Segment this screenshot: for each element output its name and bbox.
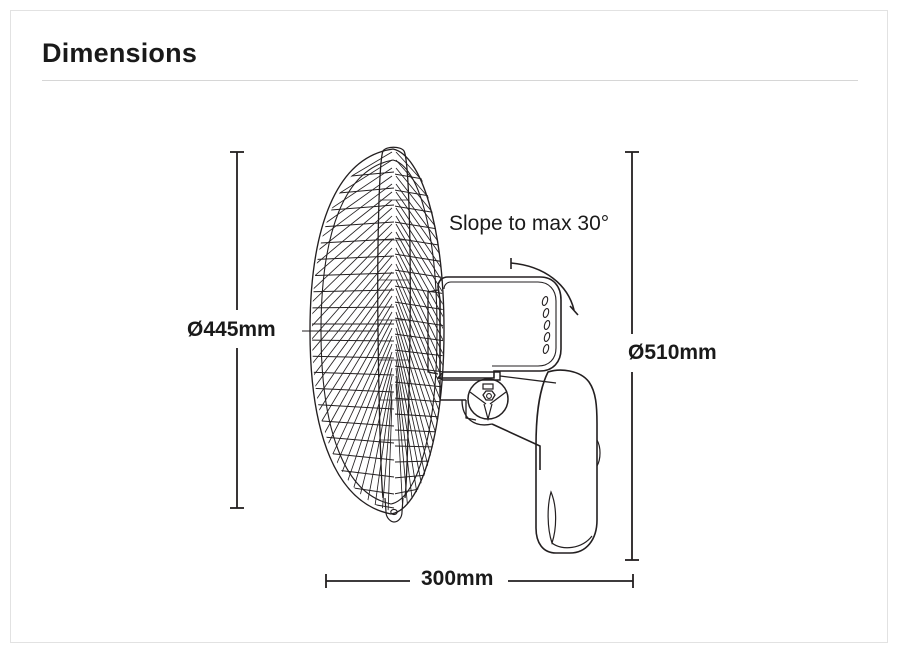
grille-spine-cap-top	[382, 146, 405, 152]
slope-arrow-arc	[510, 262, 575, 311]
support-arm	[491, 423, 541, 470]
dimension-label-depth-300: 300mm	[415, 567, 500, 591]
page-title: Dimensions	[42, 38, 198, 68]
slope-arrow-head	[569, 305, 579, 316]
grille-inner-outline	[320, 159, 438, 505]
slope-note-label: Slope to max 30°	[445, 212, 614, 236]
bracket-edge-highlight	[547, 490, 557, 545]
dimension-line-445	[230, 151, 244, 509]
tilt-pivot-assembly	[461, 378, 509, 426]
pivot-spoke-bottom	[483, 403, 493, 422]
grille-spine-right-edge	[403, 150, 411, 499]
grille-tip-hole	[390, 508, 398, 516]
dimension-label-height-510: Ø510mm	[622, 341, 723, 365]
grille-assembly	[302, 146, 445, 523]
dimension-label-height-445: Ø445mm	[181, 318, 282, 342]
wall-bracket-assembly	[491, 369, 601, 554]
wall-bracket	[535, 369, 598, 554]
pivot-hex-nut	[482, 390, 496, 401]
bracket-bottom-inner	[551, 535, 593, 549]
bracket-side-notch	[596, 439, 601, 467]
slope-arrow	[510, 258, 579, 316]
motor-housing-assembly	[427, 276, 562, 401]
housing-collar-tail	[499, 375, 557, 384]
pivot-top-notch	[482, 383, 494, 390]
grille-hatch-right	[395, 150, 443, 512]
pivot-lower-arc	[461, 399, 493, 426]
card-frame	[10, 10, 888, 643]
pivot-spoke-left	[469, 391, 487, 405]
motor-housing-inner	[443, 281, 557, 367]
grille-ribs-right	[395, 173, 443, 495]
grille-spine-detail	[378, 199, 410, 441]
motor-vent-slots	[541, 296, 551, 354]
grille-bottom-tip	[384, 497, 404, 523]
housing-grille-joint	[427, 289, 439, 375]
dimension-line-300	[325, 574, 634, 588]
pivot-spoke-right	[489, 391, 507, 405]
pivot-knob	[467, 378, 509, 420]
housing-collar-base	[439, 380, 466, 401]
pivot-bracket-left	[465, 400, 477, 421]
pivot-hex-hole	[486, 393, 492, 399]
motor-housing	[437, 276, 562, 379]
title-divider	[42, 80, 858, 81]
dimension-line-510	[625, 151, 639, 561]
